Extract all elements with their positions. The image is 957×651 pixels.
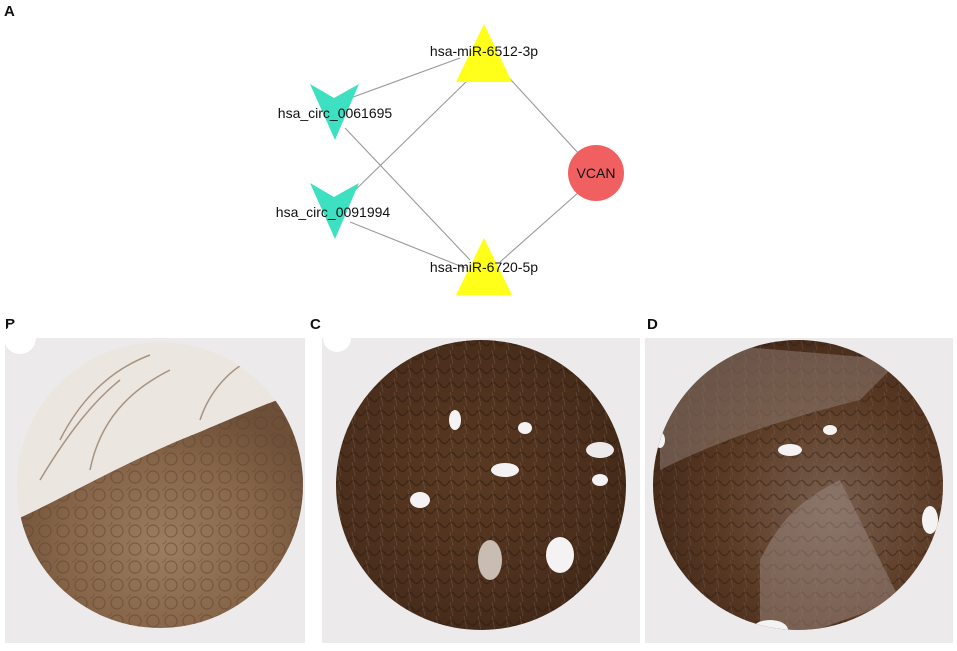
node-mir6512-label: hsa-miR-6512-3p — [430, 43, 538, 59]
node-circ0091994-label: hsa_circ_0091994 — [276, 204, 391, 220]
edge-circ0061695-mir6512 — [344, 57, 461, 101]
edge-mir6512-vcan — [499, 67, 580, 155]
tissue-image-b — [4, 322, 305, 643]
node-vcan-label: VCAN — [577, 165, 616, 181]
node-circ0091994-v-shape[interactable] — [310, 183, 359, 239]
panel-c-letter: C — [310, 316, 321, 333]
edge-mir6720-vcan — [499, 191, 580, 263]
node-mir6720-label: hsa-miR-6720-5p — [430, 259, 538, 275]
panel-d-letter: D — [647, 316, 658, 333]
network-diagram: hsa-miR-6512-3p hsa_circ_0061695 VCAN hs… — [276, 24, 624, 295]
node-vcan-circle[interactable] — [568, 145, 624, 201]
network-edges — [344, 57, 580, 269]
edge-circ0091994-mir6512 — [344, 77, 471, 201]
node-circ0061695-v-shape[interactable] — [310, 84, 359, 140]
panel-b-letter: B — [5, 316, 16, 333]
panel-a-letter: A — [4, 3, 15, 20]
tissue-image-d — [645, 338, 953, 643]
node-circ0061695-label: hsa_circ_0061695 — [278, 105, 393, 121]
tissue-image-c — [322, 324, 640, 643]
node-mir6512-triangle[interactable] — [456, 24, 512, 82]
edge-circ0091994-mir6720 — [349, 221, 466, 269]
edge-circ0061695-mir6720 — [344, 127, 471, 261]
node-mir6720-triangle[interactable] — [456, 238, 512, 295]
